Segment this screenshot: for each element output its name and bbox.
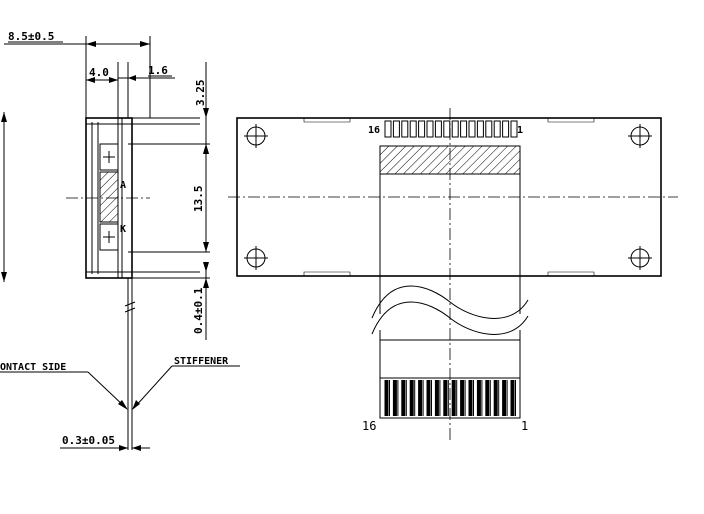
dim-a: 4.0 — [86, 62, 119, 118]
contact-side-label: ONTACT SIDE — [0, 362, 66, 373]
dim-fpc-thickness-text: 0.3±0.05 — [62, 434, 115, 447]
bottom-pin-last-label: 1 — [521, 419, 528, 433]
top-pin-first-label: 16 — [368, 125, 380, 136]
contact-finger — [401, 380, 406, 416]
top-pad — [401, 120, 409, 138]
top-pad — [476, 120, 484, 138]
top-pad — [493, 120, 501, 138]
top-pad — [468, 120, 476, 138]
anode-label: A — [120, 180, 126, 191]
dim-active-height: 13.5 — [128, 144, 210, 253]
dim-top: 3.25 — [128, 62, 210, 154]
top-pad — [485, 120, 493, 138]
cathode-label: K — [120, 224, 126, 235]
contact-finger — [443, 380, 448, 416]
dim-b-text: 1.6 — [148, 64, 168, 77]
contact-finger — [468, 380, 473, 416]
contact-finger — [384, 380, 389, 416]
dim-offset-text: 0.4±0.1 — [192, 287, 205, 334]
side-view: 8.5±0.5 4.0 1.6 — [0, 30, 240, 451]
bottom-pin-first-label: 16 — [362, 419, 376, 433]
dim-overall-width-text: 8.5±0.5 — [8, 30, 54, 43]
dim-b: 1.6 — [118, 62, 175, 118]
top-connector-pads — [384, 120, 518, 138]
mounting-hole-tl — [244, 124, 268, 148]
contact-finger — [434, 380, 439, 416]
contact-finger — [493, 380, 498, 416]
fpc-tail-side — [124, 278, 136, 450]
top-pad — [384, 120, 392, 138]
contact-finger — [476, 380, 481, 416]
top-pad — [392, 120, 400, 138]
contact-finger — [418, 380, 423, 416]
top-pad — [502, 120, 510, 138]
contact-finger — [426, 380, 431, 416]
top-pad — [451, 120, 459, 138]
dim-fpc-thickness: 0.3±0.05 — [60, 434, 150, 451]
top-pin-last-label: 1 — [517, 125, 523, 136]
dim-a-text: 4.0 — [89, 66, 109, 79]
contact-finger — [451, 380, 456, 416]
stiffener-area — [379, 145, 521, 175]
contact-finger — [409, 380, 414, 416]
top-pad — [434, 120, 442, 138]
dim-offset: 0.4±0.1 — [128, 262, 210, 340]
top-pad — [510, 120, 518, 138]
module-body: A K — [66, 117, 200, 279]
top-pad — [460, 120, 468, 138]
dim-active-height-text: 13.5 — [192, 186, 205, 213]
mounting-hole-br — [628, 246, 652, 270]
top-pad — [426, 120, 434, 138]
top-pad — [418, 120, 426, 138]
fpc-tail-front — [371, 174, 529, 418]
top-pad — [409, 120, 417, 138]
mounting-hole-bl — [244, 246, 268, 270]
contact-finger — [392, 380, 397, 416]
mounting-hole-tr — [628, 124, 652, 148]
stiffener-label: STIFFENER — [174, 356, 229, 367]
stiffener-callout: STIFFENER — [132, 356, 240, 410]
dim-overall-width: 8.5±0.5 — [4, 30, 151, 118]
contact-finger — [485, 380, 490, 416]
contact-side-callout: ONTACT SIDE — [0, 362, 128, 410]
contact-finger — [460, 380, 465, 416]
contact-finger — [502, 380, 507, 416]
dim-top-text: 3.25 — [194, 80, 207, 107]
top-pad — [443, 120, 451, 138]
front-view: 16 1 16 1 — [228, 108, 678, 440]
contact-finger — [510, 380, 515, 416]
bottom-contact-fingers — [384, 380, 516, 416]
